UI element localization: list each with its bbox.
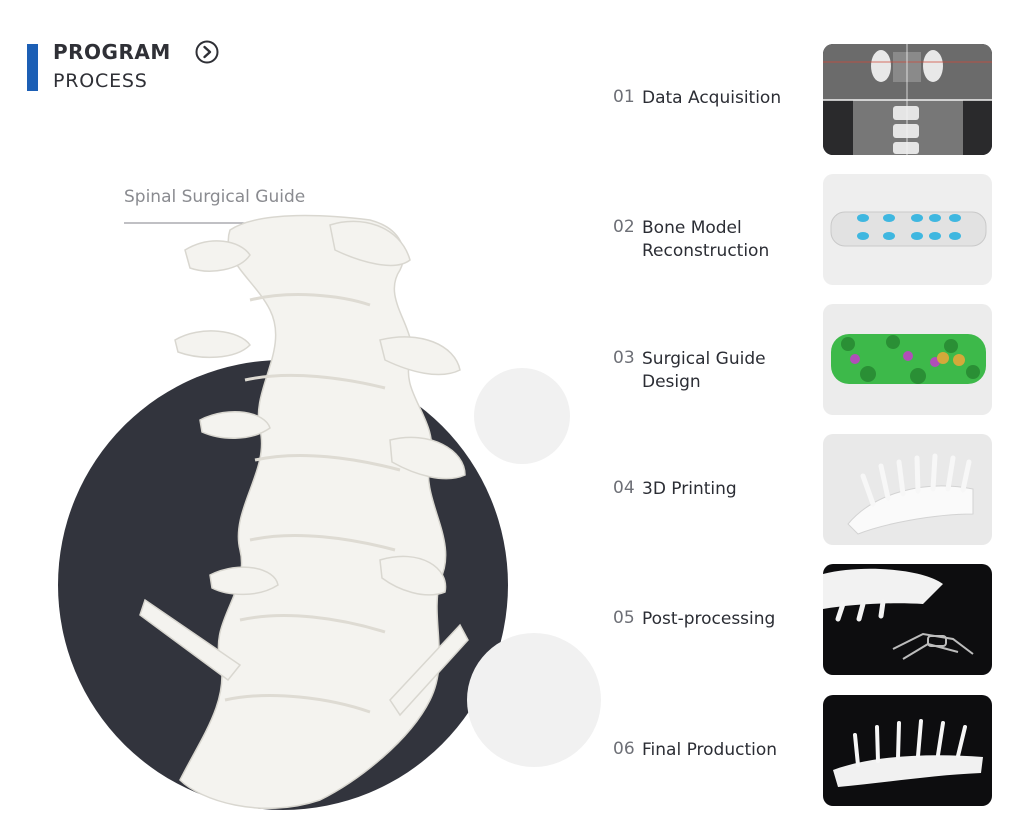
- page-subtitle: PROCESS: [53, 70, 148, 92]
- step-item-data-acquisition: 01 Data Acquisition: [613, 87, 781, 110]
- step-number: 06: [613, 739, 635, 759]
- spine-model: [139, 214, 469, 810]
- light-circle-top: [474, 368, 570, 464]
- step-label: 3D Printing: [642, 479, 737, 499]
- light-circle-bottom: [467, 633, 601, 767]
- step-number: 03: [613, 348, 635, 368]
- thumbnail-bone-model: [823, 174, 992, 285]
- step-item-post-processing: 05 Post-processing: [613, 608, 775, 631]
- thumbnail-final-production: [823, 695, 992, 806]
- step-item-surgical-guide-design: 03 Surgical Guide Design: [613, 348, 766, 394]
- thumbnail-3d-printing: [823, 434, 992, 545]
- step-number: 05: [613, 608, 635, 628]
- step-label: Data Acquisition: [642, 88, 782, 108]
- page-title: PROGRAM: [53, 40, 171, 64]
- step-number: 01: [613, 87, 635, 107]
- thumbnail-post-processing: [823, 564, 992, 675]
- step-item-final-production: 06 Final Production: [613, 739, 777, 762]
- spine-ridges: [224, 293, 401, 714]
- step-number: 02: [613, 217, 635, 237]
- thumbnail-guide-design: [823, 304, 992, 415]
- chevron-right-circle-icon[interactable]: [195, 40, 219, 64]
- step-label: Surgical Guide Design: [642, 349, 766, 392]
- step-label: Post-processing: [642, 609, 776, 629]
- step-label: Bone Model Reconstruction: [642, 218, 770, 261]
- step-label: Final Production: [642, 740, 778, 760]
- step-number: 04: [613, 478, 635, 498]
- spine-guide-illustration: [58, 214, 601, 810]
- thumbnail-ct-scan: [823, 44, 992, 155]
- callout-label-spinal-guide: Spinal Surgical Guide: [124, 187, 306, 207]
- step-item-3d-printing: 04 3D Printing: [613, 478, 737, 501]
- header-accent-bar: [27, 44, 38, 91]
- step-item-bone-model: 02 Bone Model Reconstruction: [613, 217, 769, 263]
